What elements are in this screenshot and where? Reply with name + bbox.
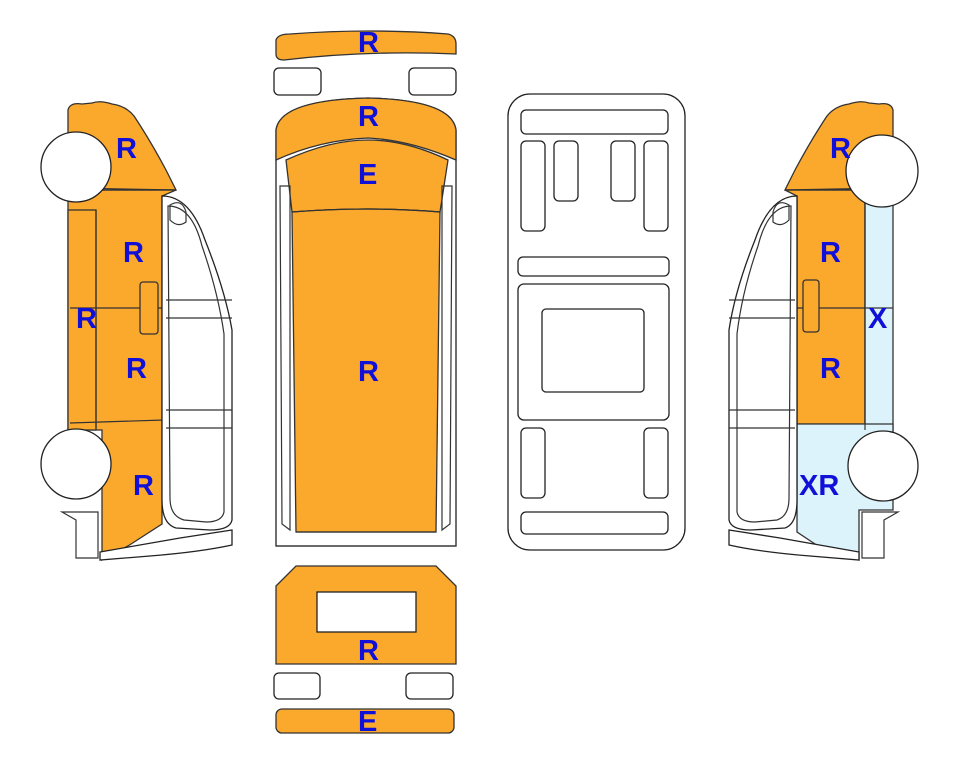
left-rear-quarter-code: R xyxy=(133,470,154,502)
left-side-view: R R R R R xyxy=(40,101,233,562)
right-rear-quarter-code: XR xyxy=(799,470,839,502)
right-window-frame xyxy=(728,195,798,531)
right-front-wheel xyxy=(845,134,919,208)
left-mid-panel-code: R xyxy=(126,353,147,385)
left-front-wheel xyxy=(40,131,112,203)
left-door-handle xyxy=(139,281,159,335)
left-front-door-code: R xyxy=(123,237,144,269)
top-windshield-code: E xyxy=(358,159,377,191)
right-rocker-code: X xyxy=(868,303,888,335)
right-rear-step xyxy=(728,529,860,561)
right-mid-panel-code: R xyxy=(820,353,841,385)
right-door-handle xyxy=(802,279,820,333)
top-front-bumper[interactable] xyxy=(275,30,457,61)
top-view: R R E R R E xyxy=(273,27,457,738)
left-rear-step xyxy=(99,529,233,561)
right-front-fender-code: R xyxy=(830,133,851,165)
left-rocker[interactable] xyxy=(67,209,97,431)
top-rear-bumper-code: E xyxy=(358,706,377,738)
right-side-view: R R X R XR xyxy=(728,101,919,561)
top-right-headlight xyxy=(408,67,457,96)
left-rear-wheel xyxy=(40,428,112,500)
right-rear-wheel xyxy=(847,430,919,502)
top-rear-bumper[interactable] xyxy=(275,708,455,734)
top-left-headlight xyxy=(273,67,322,96)
left-front-fender-code: R xyxy=(116,133,137,165)
underbody-view xyxy=(507,93,686,551)
left-window-frame xyxy=(161,195,233,531)
top-hood[interactable] xyxy=(275,97,457,162)
right-front-door-code: R xyxy=(820,237,841,269)
top-hood-code: R xyxy=(358,101,379,133)
top-roof-code: R xyxy=(358,356,379,388)
top-front-bumper-code: R xyxy=(358,27,379,59)
top-left-taillight xyxy=(273,672,321,700)
top-rear-door-code: R xyxy=(358,635,379,667)
top-right-taillight xyxy=(405,672,454,700)
top-rear-window xyxy=(316,591,417,633)
left-rocker-code: R xyxy=(76,303,97,335)
